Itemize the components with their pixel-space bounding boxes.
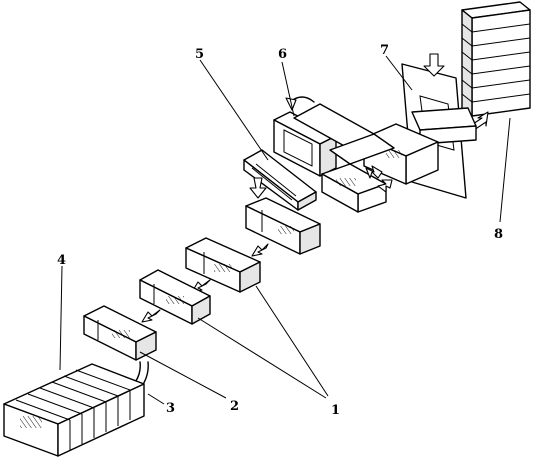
label-2: 2 xyxy=(230,399,239,414)
arrow-c xyxy=(141,309,161,323)
leader-8 xyxy=(499,117,511,223)
packed-case-4 xyxy=(3,363,145,457)
leader-6 xyxy=(281,61,295,117)
leader-7 xyxy=(385,55,413,91)
arrow-a xyxy=(251,243,269,257)
label-7: 7 xyxy=(380,43,389,58)
leader-1b xyxy=(197,317,327,399)
label-3: 3 xyxy=(166,401,175,416)
arrow-5 xyxy=(249,177,267,199)
arrow-6b xyxy=(377,179,393,193)
film-arrow-7 xyxy=(423,53,445,77)
finished-box-2 xyxy=(83,305,157,361)
blank-stack-8 xyxy=(461,1,531,117)
box-station-6 xyxy=(273,103,395,213)
leader-2 xyxy=(139,351,227,399)
arrow-6a xyxy=(365,165,383,179)
label-6: 6 xyxy=(278,47,287,62)
box-line-a xyxy=(245,197,321,255)
leader-5 xyxy=(199,59,269,161)
box-tilted-5 xyxy=(243,149,317,211)
label-8: 8 xyxy=(494,227,503,242)
leader-4 xyxy=(59,265,63,371)
box-line-b xyxy=(185,237,261,293)
label-1: 1 xyxy=(331,403,340,418)
label-5: 5 xyxy=(195,47,204,62)
leader-3 xyxy=(147,393,165,405)
leader-1a xyxy=(255,285,329,397)
box-line-c xyxy=(139,269,211,325)
label-4: 4 xyxy=(57,253,66,268)
